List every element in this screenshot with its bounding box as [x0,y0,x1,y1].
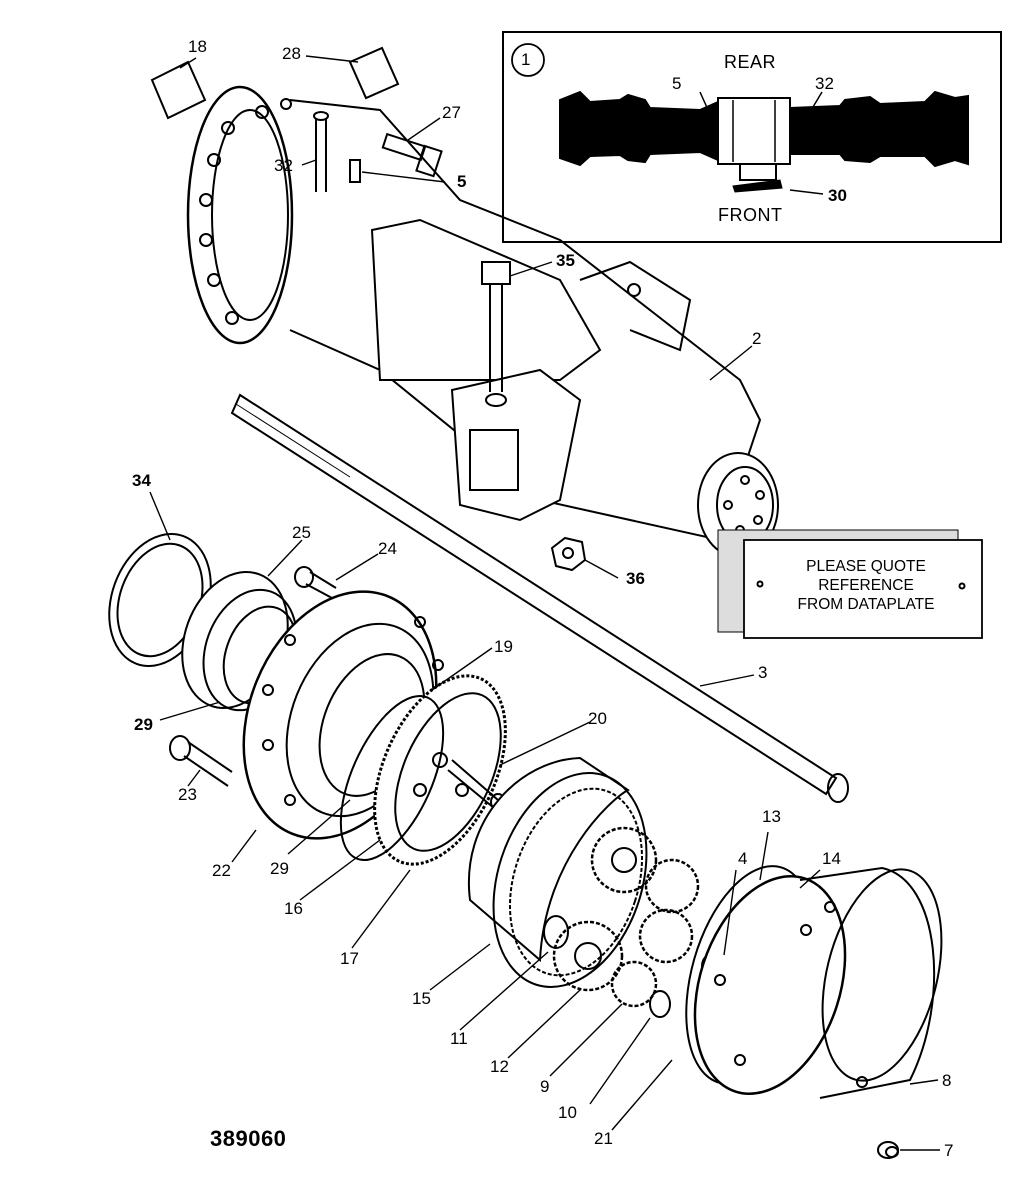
inset-callout-30: 30 [828,186,847,205]
callout-8: 8 [942,1071,952,1090]
dataplate-line-2: REFERENCE [818,577,914,594]
callout-11: 11 [450,1029,468,1048]
callout-29-lower: 29 [270,859,289,878]
callout-3: 3 [758,663,768,682]
inset-callout-5: 5 [672,74,682,93]
plug-7 [877,1141,899,1159]
callout-4: 4 [738,849,748,868]
bolt-23 [169,735,233,787]
planet-gears [543,826,700,1018]
callout-21: 21 [594,1129,613,1148]
callout-34: 34 [132,471,151,490]
callout-10: 10 [558,1103,577,1122]
callout-7: 7 [944,1141,954,1160]
callout-18: 18 [188,37,207,56]
callout-28: 28 [282,44,301,63]
callout-27: 27 [442,103,461,122]
inset-number-circle [511,43,545,77]
callout-23: 23 [178,785,197,804]
pins-and-sensors [150,46,443,192]
bolt-24 [294,566,337,599]
axle-housing [186,85,779,558]
callout-13: 13 [762,807,781,826]
callout-5: 5 [457,172,467,191]
inset-label-rear: REAR [724,52,777,72]
dataplate-line-3: FROM DATAPLATE [797,596,935,613]
callout-35: 35 [556,251,575,270]
callout-9: 9 [540,1077,550,1096]
annulus-15 [467,756,648,988]
callout-17: 17 [340,949,359,968]
leader-lines [149,55,940,1151]
figure-number: 389060 [210,1126,287,1151]
driveshaft-3 [230,393,849,803]
dataplate-line-1: PLEASE QUOTE [806,558,926,575]
callout-2: 2 [752,329,762,348]
callout-20: 20 [588,709,607,728]
callout-19: 19 [494,637,513,656]
callout-29-upper: 29 [134,715,153,734]
callout-12: 12 [490,1057,509,1076]
callout-25: 25 [292,523,311,542]
callout-36: 36 [626,569,645,588]
callout-32: 32 [274,156,293,175]
inset-view [502,31,1002,243]
callout-16: 16 [284,899,303,918]
callout-14: 14 [822,849,841,868]
nut-36 [550,536,587,572]
inset-number: 1 [521,50,531,69]
end-cover-8 [693,866,943,1099]
callout-15: 15 [412,989,431,1008]
callout-22: 22 [212,861,231,880]
inset-callout-32: 32 [815,74,834,93]
inset-label-front: FRONT [718,205,783,225]
bolt-35 [481,261,511,407]
callout-24: 24 [378,539,397,558]
dataplate [717,529,983,639]
